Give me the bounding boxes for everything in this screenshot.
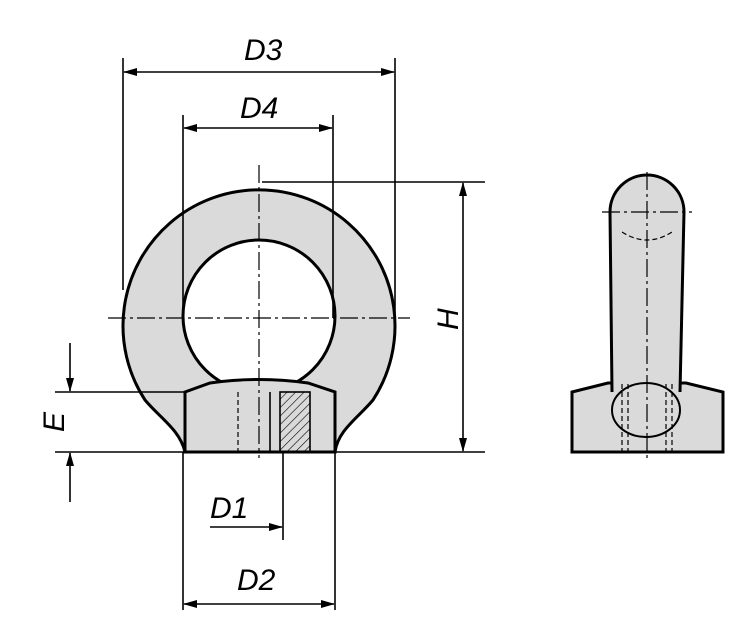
label-e: E: [38, 411, 71, 432]
label-d2: D2: [237, 564, 276, 597]
dimension-e: E: [38, 343, 185, 502]
thread-hatch: [279, 391, 311, 453]
label-d3: D3: [244, 34, 283, 67]
dimension-d4: D4: [182, 92, 334, 318]
dimension-d3: D3: [122, 34, 396, 320]
label-h: H: [432, 308, 465, 330]
dimension-h: H: [262, 181, 485, 453]
base-collar: [183, 378, 337, 454]
dimension-d1: D1: [210, 452, 284, 540]
ring-body: [123, 189, 395, 453]
label-d1: D1: [210, 492, 248, 525]
label-d4: D4: [240, 92, 278, 125]
dimension-d2: D2: [182, 452, 336, 610]
side-view: [570, 172, 725, 462]
front-view: [108, 165, 410, 458]
